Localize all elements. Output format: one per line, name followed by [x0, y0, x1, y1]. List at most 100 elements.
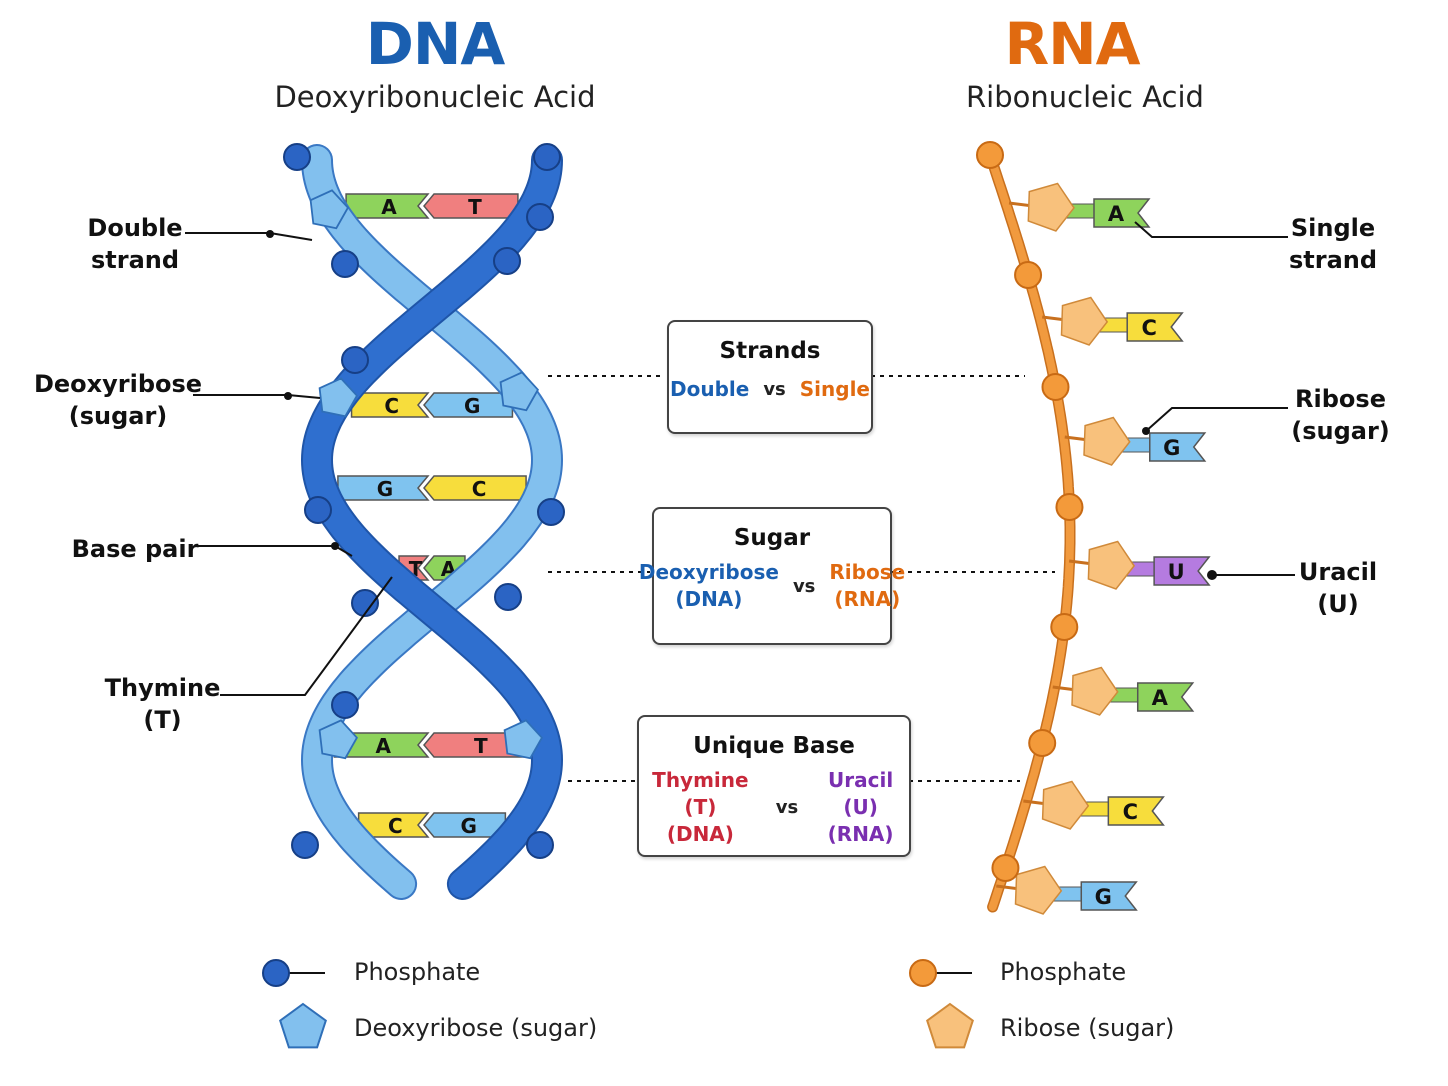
- ribose-sugar: [1060, 296, 1109, 346]
- legend-dna-sugar: Deoxyribose (sugar): [354, 1014, 598, 1042]
- phosphate-1: [283, 143, 311, 171]
- label-double-strand: Double strand: [70, 212, 200, 276]
- phosphate-2: [533, 143, 561, 171]
- comparison-unique-base-dna: Thymine (T) (DNA): [639, 767, 762, 848]
- base-a-block: [1136, 682, 1195, 712]
- rna-phosphate-5: [1050, 613, 1079, 641]
- label-single-strand-line2: strand: [1288, 246, 1378, 274]
- callout-lines: [185, 221, 1295, 782]
- comparison-unique-base-title: Unique Base: [693, 733, 855, 759]
- comparison-sugar-rna: Ribose (RNA): [829, 559, 905, 613]
- rna-nucleotide-7: G: [996, 865, 1138, 915]
- label-thymine-line1: Thymine: [104, 674, 221, 702]
- label-deoxyribose-line1: Deoxyribose: [33, 370, 203, 398]
- rna-single-strand: A C G U A C G: [976, 141, 1211, 915]
- base-letter-left: C: [388, 814, 403, 838]
- comparison-unique-base-rna: Uracil (U) (RNA): [812, 767, 909, 848]
- legend-rna-phosphate: Phosphate: [1000, 958, 1127, 986]
- base-g-block: [1149, 432, 1207, 462]
- label-uracil-line2: (U): [1317, 590, 1359, 618]
- comparison-unique-base: Unique Base Thymine (T) (DNA) vs Uracil …: [637, 715, 911, 857]
- label-ribose: Ribose (sugar): [1288, 383, 1393, 447]
- legend-rna-phosphate-icon: [909, 959, 937, 987]
- callout-dot: [284, 392, 292, 400]
- ribose-sugar: [1071, 666, 1119, 716]
- legend-ribose-icon: [926, 1002, 974, 1049]
- phosphate-4: [331, 250, 359, 278]
- comparison-sugar-dna-line1: Deoxyribose: [638, 560, 779, 584]
- ribose-sugar: [1087, 540, 1136, 590]
- phosphate-9: [351, 589, 379, 617]
- dna-subtitle: Deoxyribonucleic Acid: [274, 80, 596, 114]
- legend-dna-phosphate-icon: [262, 959, 290, 987]
- base-c-block: [350, 392, 430, 418]
- rna-base-letter: C: [1141, 316, 1156, 340]
- ribose-sugar: [1014, 865, 1063, 915]
- deoxyribose-sugar-4: [318, 719, 359, 760]
- callout-ribose-line: [1144, 407, 1288, 433]
- rna-nucleotide-4: U: [1068, 540, 1211, 590]
- phosphate-11: [331, 691, 359, 719]
- label-deoxyribose: Deoxyribose (sugar): [28, 368, 208, 432]
- rna-phosphate-6: [1028, 729, 1057, 757]
- base-letter-right: C: [472, 477, 487, 501]
- rna-title: RNA: [1004, 10, 1140, 78]
- rna-base-letter: A: [1108, 202, 1125, 226]
- phosphate-6: [341, 346, 369, 374]
- comparison-strands-title: Strands: [719, 338, 821, 364]
- base-letter-left: A: [375, 734, 391, 758]
- legend-dna-phosphate: Phosphate: [354, 958, 481, 986]
- comparison-strands-vs: vs: [763, 379, 786, 400]
- rna-base-letter: U: [1168, 560, 1185, 584]
- label-deoxyribose-line2: (sugar): [68, 402, 168, 430]
- rna-nucleotide-2: C: [1042, 296, 1184, 346]
- comparison-sugar-rna-line1: Ribose: [829, 560, 906, 584]
- comparison-unique-base-rna-line1: Uracil (U): [828, 768, 894, 819]
- base-g-block: [423, 812, 507, 838]
- rna-phosphate-7: [991, 854, 1020, 882]
- rna-phosphate-3: [1041, 373, 1070, 401]
- ribose-sugar: [1027, 182, 1075, 232]
- callout-dot: [1142, 427, 1150, 435]
- callout-base-pair-line: [197, 545, 353, 557]
- base-letter-right: T: [468, 195, 482, 219]
- comparison-unique-base-dna-line1: Thymine (T): [652, 768, 749, 819]
- phosphate-13: [526, 831, 554, 859]
- label-ribose-line2: (sugar): [1291, 417, 1390, 445]
- rna-nucleotide-5: A: [1052, 666, 1195, 716]
- callout-double-strand-line: [185, 232, 313, 241]
- dna-strand-dark: [302, 146, 562, 898]
- label-double-strand-line2: strand: [90, 246, 180, 274]
- comparison-strands-dna: Double: [669, 377, 750, 401]
- base-c-block: [1126, 312, 1184, 342]
- comparison-unique-base-dna-line2: (DNA): [666, 822, 734, 846]
- deoxyribose-sugar-5: [503, 719, 544, 760]
- comparison-unique-base-rna-line2: (RNA): [827, 822, 894, 846]
- base-c-block: [1107, 796, 1165, 826]
- rna-base-letter: G: [1095, 885, 1112, 909]
- label-single-strand: Single strand: [1283, 212, 1383, 276]
- comparison-strands-rna: Single: [799, 377, 870, 401]
- label-double-strand-line1: Double: [87, 214, 183, 242]
- rna-phosphate-2: [1014, 261, 1043, 289]
- phosphate-7: [304, 496, 332, 524]
- rna-nucleotide-3: G: [1064, 416, 1207, 466]
- deoxyribose-sugar-3: [499, 371, 540, 412]
- deoxyribose-sugar-2: [318, 377, 359, 418]
- base-letter-left: C: [384, 394, 399, 418]
- rna-base-letter: G: [1163, 436, 1180, 460]
- phosphate-3: [526, 203, 554, 231]
- base-letter-left: G: [377, 477, 393, 501]
- rna-base-letter: A: [1152, 686, 1169, 710]
- label-base-pair-text: Base pair: [71, 535, 199, 563]
- base-t-block: [423, 193, 519, 219]
- rna-base-letter: C: [1123, 800, 1138, 824]
- rna-nucleotide-6: C: [1023, 780, 1165, 830]
- dna-title: DNA: [365, 10, 506, 78]
